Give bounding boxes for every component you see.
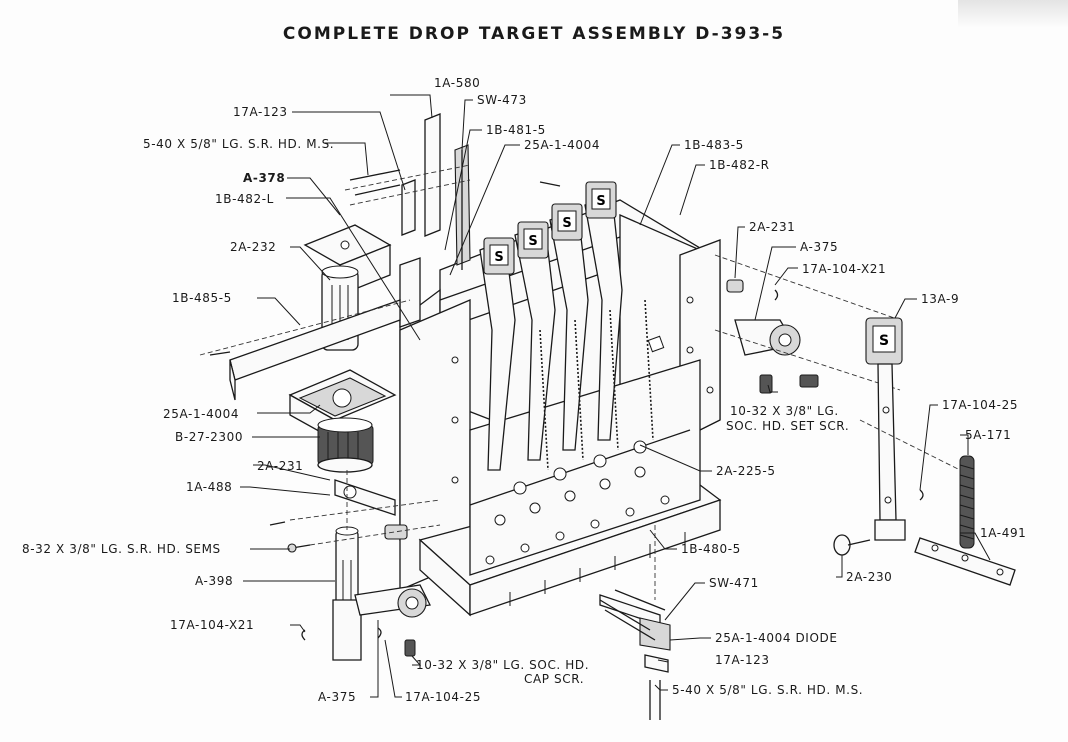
target-lever-13a9: S bbox=[865, 317, 906, 541]
label-13a9: 13A-9 bbox=[921, 292, 960, 306]
part-2a231-left bbox=[384, 524, 408, 540]
label-screw-5-40-bottom: 5-40 X 5/8" LG. S.R. HD. M.S. bbox=[672, 683, 864, 697]
label-5a171: 5A-171 bbox=[965, 428, 1012, 442]
target-face-2: S bbox=[517, 221, 549, 259]
crank-a375-left bbox=[354, 584, 431, 657]
clip-17a104-x21-right bbox=[774, 289, 779, 301]
target-s-mark: S bbox=[562, 216, 571, 231]
part-1a580 bbox=[424, 113, 441, 237]
label-1b485: 1B-485-5 bbox=[172, 291, 232, 305]
scan-shading bbox=[958, 0, 1068, 28]
label-17a104-25-left: 17A-104-25 bbox=[405, 690, 482, 704]
pin-2a230 bbox=[833, 534, 871, 556]
spring-5a171 bbox=[959, 455, 975, 549]
label-17a104-x21-left: 17A-104-X21 bbox=[170, 618, 255, 632]
label-1a491: 1A-491 bbox=[980, 526, 1027, 540]
label-1b481: 1B-481-5 bbox=[486, 123, 546, 137]
screw-sems bbox=[287, 543, 311, 553]
target-faces: S S S S bbox=[483, 181, 617, 275]
plate-1b485 bbox=[199, 299, 411, 401]
target-s-mark: S bbox=[494, 250, 503, 265]
label-1b482r: 1B-482-R bbox=[709, 158, 770, 172]
target-face-4: S bbox=[585, 181, 617, 219]
bracket-small bbox=[399, 257, 421, 328]
label-screw-5-40-top: 5-40 X 5/8" LG. S.R. HD. M.S. bbox=[143, 137, 335, 151]
target-face-3: S bbox=[551, 203, 583, 241]
label-17a104-x21-right: 17A-104-X21 bbox=[802, 262, 887, 276]
clip-17a104-25-left bbox=[377, 627, 382, 639]
drawing-title: COMPLETE DROP TARGET ASSEMBLY D-393-5 bbox=[282, 24, 786, 44]
label-set-screw-line2: SOC. HD. SET SCR. bbox=[726, 419, 850, 433]
label-diode: 25A-1-4004 DIODE bbox=[715, 631, 838, 645]
label-1b480: 1B-480-5 bbox=[681, 542, 741, 556]
plate-1b485-edge bbox=[229, 359, 236, 401]
lower-left-parts bbox=[209, 181, 561, 661]
screw-5-40-top bbox=[349, 169, 401, 196]
plunger-a398 bbox=[332, 526, 362, 661]
screws-left bbox=[209, 181, 561, 526]
label-17a104-25-right: 17A-104-25 bbox=[942, 398, 1019, 412]
label-cap-screw-line1: 10-32 X 3/8" LG. SOC. HD. bbox=[416, 658, 590, 672]
label-cap-screw-line2: CAP SCR. bbox=[524, 672, 585, 686]
bottom-switch-sw471 bbox=[599, 525, 671, 720]
label-2a231-right: 2A-231 bbox=[749, 220, 796, 234]
target-s-mark: S bbox=[528, 234, 537, 249]
part-2a231-right bbox=[726, 279, 744, 293]
coil-b27-2300 bbox=[317, 417, 374, 473]
label-a398: A-398 bbox=[195, 574, 234, 588]
label-2a232: 2A-232 bbox=[230, 240, 277, 254]
front-comb-plate bbox=[469, 359, 701, 576]
label-25a-left: 25A-1-4004 bbox=[163, 407, 240, 421]
label-1a488: 1A-488 bbox=[186, 480, 233, 494]
right-crank-assembly bbox=[714, 254, 901, 394]
bottom-tray-front bbox=[469, 499, 721, 616]
clip-17a104-25-right bbox=[919, 489, 924, 501]
label-1b483: 1B-483-5 bbox=[684, 138, 744, 152]
label-sw473: SW-473 bbox=[477, 93, 527, 107]
coil-assembly bbox=[288, 369, 397, 473]
tray-slots bbox=[509, 532, 686, 606]
target-s-mark: S bbox=[596, 194, 605, 209]
drop-target-blades bbox=[479, 194, 654, 471]
label-17a123-bottom: 17A-123 bbox=[715, 653, 770, 667]
label-a378: A-378 bbox=[243, 171, 286, 185]
plate-holes bbox=[451, 296, 714, 565]
label-a375-left: A-375 bbox=[318, 690, 357, 704]
pivot-shaft-2a225 bbox=[469, 429, 691, 506]
label-25a-top: 25A-1-4004 bbox=[524, 138, 601, 152]
label-set-screw-line1: 10-32 X 3/8" LG. bbox=[730, 404, 839, 418]
label-2a231-left: 2A-231 bbox=[257, 459, 304, 473]
set-screw bbox=[759, 374, 773, 394]
label-b27-2300: B-27-2300 bbox=[175, 430, 244, 444]
top-switch-stack bbox=[344, 113, 471, 270]
label-2a230: 2A-230 bbox=[846, 570, 893, 584]
label-sw471: SW-471 bbox=[709, 576, 759, 590]
label-2a225: 2A-225-5 bbox=[716, 464, 776, 478]
label-1b482l: 1B-482-L bbox=[215, 192, 274, 206]
link-1a491 bbox=[914, 537, 1016, 586]
label-1a580: 1A-580 bbox=[434, 76, 481, 90]
target-s-mark: S bbox=[879, 333, 889, 349]
leader-lines bbox=[240, 94, 991, 698]
label-a375-right: A-375 bbox=[800, 240, 839, 254]
part-17a123-bottom bbox=[644, 654, 669, 673]
label-17a123-top: 17A-123 bbox=[233, 105, 288, 119]
label-sems-screw: 8-32 X 3/8" LG. S.R. HD. SEMS bbox=[22, 542, 221, 556]
target-face-1: S bbox=[483, 237, 515, 275]
set-screw-2 bbox=[799, 374, 819, 388]
